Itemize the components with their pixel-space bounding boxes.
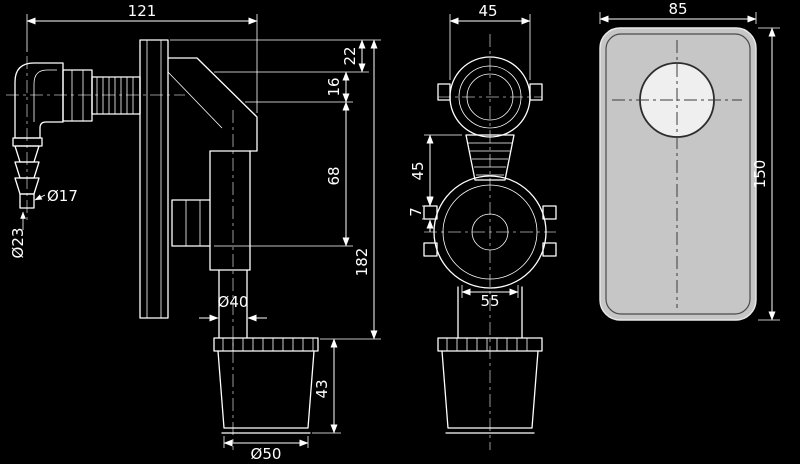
dim-label-121: 121 (128, 2, 157, 20)
dim-label-d50: Ø50 (251, 445, 282, 463)
dim-label-182: 182 (353, 248, 371, 277)
dim-label-45-left: 45 (409, 161, 427, 180)
cover-plate (599, 27, 757, 321)
dim-label-150: 150 (751, 160, 769, 189)
dim-label-7: 7 (407, 207, 425, 217)
dim-label-22: 22 (341, 46, 359, 65)
outlet-pipe (218, 269, 248, 339)
dim-body-width: 55 (461, 285, 519, 310)
front-view: 121 22 16 68 182 Ø17 (6, 2, 381, 463)
left-ear-bottom (423, 242, 438, 257)
dim-plate-width: 85 (599, 0, 757, 24)
dim-top-width: 45 (449, 2, 531, 80)
right-ear-top (542, 205, 557, 220)
side-view: 45 45 7 55 (407, 2, 557, 450)
dim-label-45-top: 45 (478, 2, 497, 20)
dim-label-43: 43 (313, 379, 331, 398)
dim-plate-height: 150 (751, 27, 780, 321)
dim-label-d17: Ø17 (47, 187, 78, 205)
outlet-cup (213, 337, 319, 434)
left-ear-top (423, 205, 438, 220)
dim-label-16: 16 (325, 77, 343, 96)
side-outlet-pipe (457, 286, 523, 339)
thread-hatching (96, 77, 134, 114)
side-outlet-cup (437, 337, 543, 434)
elbow (14, 62, 64, 139)
dim-label-d23: Ø23 (9, 228, 27, 259)
union-nut (62, 69, 93, 122)
left-clamp-tab (437, 83, 451, 101)
dim-cup-height: 43 (312, 338, 341, 434)
dim-neck-height: 45 (409, 134, 462, 207)
dim-overall-height: 182 (320, 39, 381, 340)
wall-plate (139, 39, 169, 319)
dim-body-step: 16 (245, 71, 353, 103)
dim-cup-outlet-dia: Ø50 (223, 436, 309, 463)
dim-label-68: 68 (325, 166, 343, 185)
dim-label-85: 85 (668, 0, 687, 18)
right-clamp-tab (529, 83, 543, 101)
dim-label-55: 55 (480, 292, 499, 310)
inlet-connector (437, 56, 543, 138)
body-nut (171, 199, 211, 247)
cover-plate-view: 85 150 (599, 0, 780, 321)
dim-outlet-pipe-dia: Ø40 (199, 293, 267, 325)
dim-flange-thickness: 7 (407, 194, 437, 232)
dim-hose-outer-dia: Ø23 (9, 211, 27, 259)
elbow-flange (12, 137, 43, 147)
right-ear-bottom (542, 242, 557, 257)
dim-body-drop: 68 (214, 101, 353, 247)
dim-label-d40: Ø40 (218, 293, 249, 311)
threaded-neck (465, 134, 515, 181)
dim-plate-to-body: 22 (170, 39, 381, 73)
dim-overall-width: 121 (26, 2, 258, 113)
hose-barb (14, 145, 40, 209)
dim-hose-inner-dia: Ø17 (34, 187, 78, 205)
siphon-body (167, 57, 258, 339)
